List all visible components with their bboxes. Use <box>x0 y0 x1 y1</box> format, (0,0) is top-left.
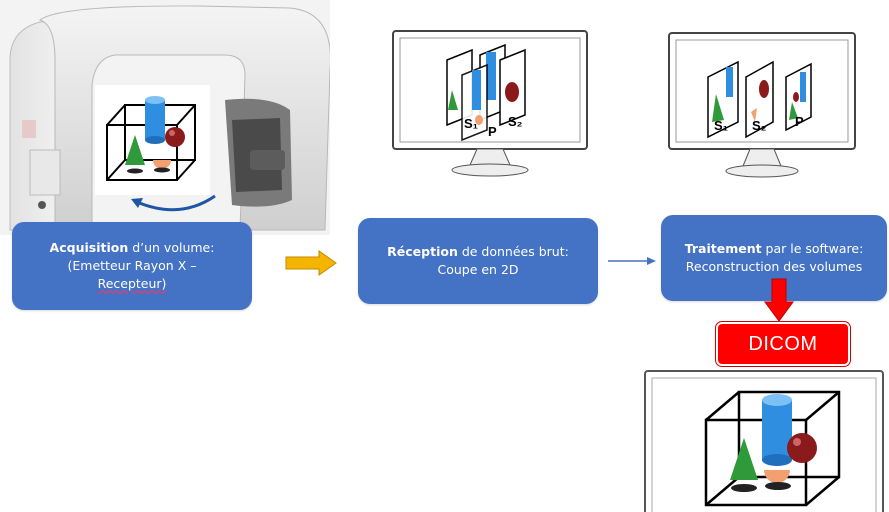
reception-line2: Coupe en 2D <box>437 262 519 277</box>
slice-label-s1-b: S₁ <box>714 118 728 133</box>
dicom-badge: DICOM <box>716 322 850 366</box>
cbct-scanner-image <box>0 0 330 235</box>
down-arrow-icon-red <box>764 278 794 322</box>
monitor-icon-2: S₁ S₂ P <box>668 32 856 178</box>
rotation-arrow-icon <box>131 194 216 212</box>
slice-label-s2: S₂ <box>508 114 523 129</box>
acquisition-line2: (Emetteur Rayon X – <box>67 257 197 273</box>
slice-label-p: P <box>488 124 497 139</box>
reception-line1: Réception de données brut: <box>387 243 569 259</box>
right-arrow-icon-thin <box>608 257 656 265</box>
slice-label-p-b: P <box>795 114 804 129</box>
right-arrow-icon-yellow <box>285 250 337 276</box>
acquisition-line3: Recepteur) <box>97 276 167 292</box>
step-reception-box: Réception de données brut: Coupe en 2D <box>358 218 598 304</box>
monitor-icon-1: S₁ P S₂ <box>392 30 588 177</box>
step-acquisition-box: Acquisition d’un volume: (Emetteur Rayon… <box>12 222 252 310</box>
acquisition-line1: Acquisition d’un volume: <box>49 239 215 255</box>
result-volume-monitor-icon <box>644 370 884 512</box>
3d-volume-icon <box>95 85 210 195</box>
slice-label-s1: S₁ <box>464 116 478 131</box>
traitement-line1: Traitement par le software: <box>684 240 864 256</box>
traitement-line2: Reconstruction des volumes <box>685 259 863 274</box>
slice-label-s2-b: S₂ <box>752 118 767 133</box>
